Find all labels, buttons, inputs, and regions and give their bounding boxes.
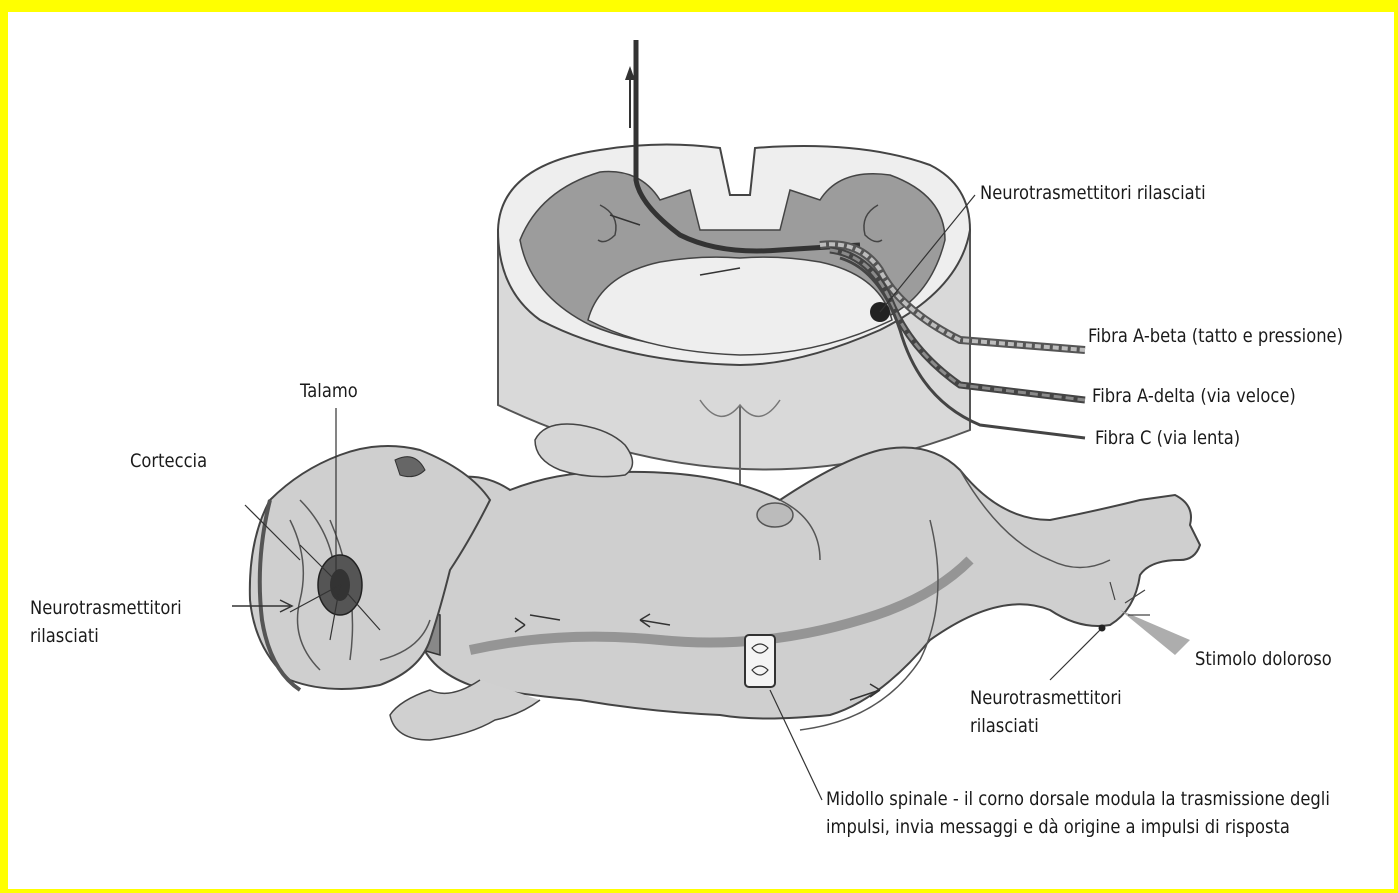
label-fibra-a-beta: Fibra A-beta (tatto e pressione) <box>1088 323 1343 350</box>
label-fibra-c: Fibra C (via lenta) <box>1095 425 1240 452</box>
label-neurotrasmettitori-right-2: rilasciati <box>970 713 1039 740</box>
label-talamo: Talamo <box>300 378 358 405</box>
label-fibra-a-delta: Fibra A-delta (via veloce) <box>1092 383 1296 410</box>
label-neurotrasmettitori-left-2: rilasciati <box>30 623 99 650</box>
label-neurotrasmettitori-top: Neurotrasmettitori rilasciati <box>980 180 1206 207</box>
label-neurotrasmettitori-left-1: Neurotrasmettitori <box>30 595 182 622</box>
label-stimolo-doloroso: Stimolo doloroso <box>1195 646 1332 673</box>
label-neurotrasmettitori-right-1: Neurotrasmettitori <box>970 685 1122 712</box>
label-corteccia: Corteccia <box>130 448 207 475</box>
label-midollo-line-2: impulsi, invia messaggi e dà origine a i… <box>826 814 1290 841</box>
label-midollo-line-1: Midollo spinale - il corno dorsale modul… <box>826 786 1330 813</box>
